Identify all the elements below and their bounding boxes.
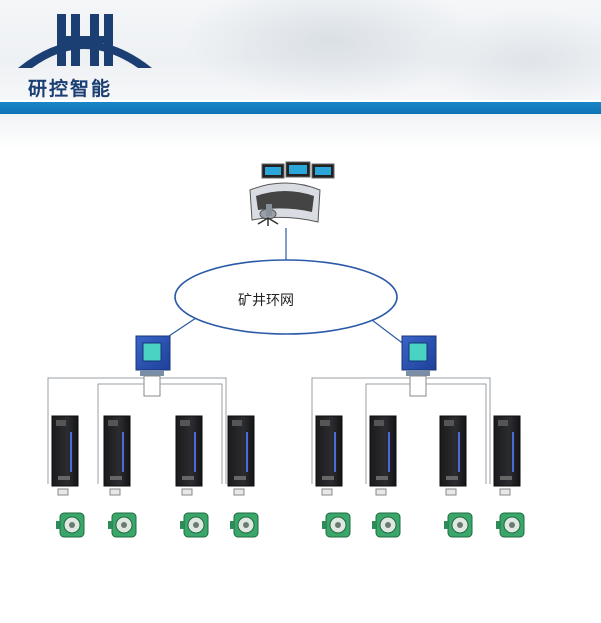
header-texture: [420, 10, 601, 100]
servo-motor-icon: [372, 512, 401, 538]
servo-motor-icon: [108, 512, 137, 538]
logo-arch: [18, 41, 152, 68]
header-banner: 研控智能: [0, 0, 601, 100]
company-logo: [18, 14, 152, 68]
servo-motor-icon: [56, 512, 85, 538]
logo-bar: [104, 14, 113, 66]
motor-row: [56, 512, 525, 538]
control-center: [249, 161, 335, 226]
header-sub-band: [0, 114, 601, 148]
control-cabinet-icon: [315, 415, 343, 496]
servo-motor-icon: [322, 512, 351, 538]
network-switch-icon: [401, 335, 437, 397]
control-cabinet-icon: [175, 415, 203, 496]
control-cabinet-icon: [51, 415, 79, 496]
servo-motor-icon: [496, 512, 525, 538]
bus-left: [47, 377, 227, 484]
servo-motor-icon: [444, 512, 473, 538]
mine-ring-network: [174, 259, 398, 335]
control-cabinet-icon: [493, 415, 521, 496]
control-cabinet-icon: [369, 415, 397, 496]
logo-bar: [57, 14, 66, 66]
ring-link-right: [371, 319, 406, 346]
network-switch-icon: [135, 335, 171, 397]
servo-motor-icon: [230, 512, 259, 538]
servo-motor-icon: [180, 512, 209, 538]
control-cabinet-icon: [439, 415, 467, 496]
bus-right: [311, 377, 491, 484]
header-divider-band: [0, 102, 601, 114]
control-cabinet-icon: [227, 415, 255, 496]
brand-name: 研控智能: [28, 78, 113, 100]
operator-console-icon: [249, 161, 335, 226]
network-label: 矿井环网: [238, 293, 294, 309]
network-diagram: [47, 161, 525, 538]
cabinet-row: [51, 415, 521, 496]
control-cabinet-icon: [103, 415, 131, 496]
logo-crossbar: [66, 36, 104, 43]
